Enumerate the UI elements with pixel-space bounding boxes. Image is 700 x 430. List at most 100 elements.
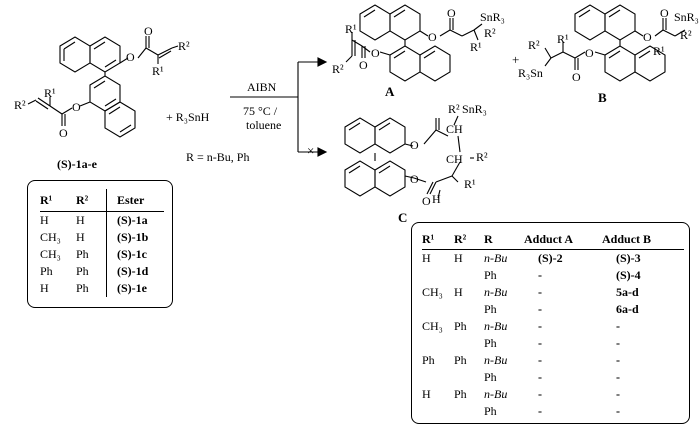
product-a-drawing: [345, 4, 483, 82]
b-snr3-label: SnR₃: [674, 10, 699, 24]
product-a-label: A: [385, 84, 395, 99]
r-definition: R = n-Bu, Ph: [186, 150, 250, 164]
adduct-b-cell: -: [616, 370, 620, 384]
condition-solvent: toluene: [246, 118, 282, 132]
adduct-table-row: Ph--: [422, 335, 684, 352]
adduct-a-cell: -: [538, 302, 542, 316]
ester-r1-cell: Ph: [40, 264, 53, 278]
c-r2-right-label: R²: [476, 150, 488, 164]
adduct-b-cell: 5a-d: [616, 285, 639, 299]
adduct-r1-cell: Ph: [422, 353, 435, 367]
start-bottom-r1-label: R¹: [44, 86, 56, 100]
start-top-oxygen: O: [126, 50, 135, 64]
adduct-a-cell: -: [538, 319, 542, 333]
adduct-r-cell: n-Bu: [484, 353, 508, 367]
adduct-r1-cell: CH₃: [422, 319, 443, 333]
a-r1-label: R¹: [470, 40, 482, 54]
starting-material-label: (S)-1a-e: [57, 157, 97, 171]
ester-col-ester: Ester: [106, 189, 164, 212]
b-lower-r1-label: R¹: [557, 32, 569, 46]
c-snr3-label: SnR₃: [462, 102, 487, 116]
adduct-a-cell: -: [538, 370, 542, 384]
b-r2-label: R²: [680, 28, 692, 42]
ester-r2-cell: Ph: [76, 264, 89, 278]
adduct-r-cell: n-Bu: [484, 251, 508, 265]
c-ch-middle: CH: [446, 152, 463, 166]
adduct-col-a: Adduct A: [524, 231, 574, 246]
ester-name-cell: (S)-1c: [106, 246, 164, 263]
ester-r1-cell: CH₃: [40, 230, 61, 244]
adduct-r1-cell: H: [422, 251, 431, 265]
ester-r2-cell: Ph: [76, 281, 89, 295]
product-b-label: B: [598, 90, 607, 105]
a-carbonyl-oxygen: O: [447, 6, 456, 20]
adduct-col-r1: R¹: [422, 231, 435, 246]
adduct-r1-cell: H: [422, 387, 431, 401]
ester-r2-cell: H: [76, 230, 85, 244]
adduct-r2-cell: Ph: [454, 319, 467, 333]
b-lower-carbonyl-oxygen: O: [572, 70, 581, 84]
a-r2-label: R²: [484, 26, 496, 40]
ester-r2-cell: H: [76, 213, 85, 227]
b-r1-label: R¹: [653, 44, 665, 58]
adduct-r2-cell: [454, 369, 484, 386]
ester-r2-cell: Ph: [76, 247, 89, 261]
ester-r1-cell: H: [40, 281, 49, 295]
adduct-a-cell: (S)-2: [538, 251, 563, 265]
adduct-b-cell: (S)-3: [616, 251, 641, 265]
c-lower-oxygen: O: [410, 172, 419, 186]
adduct-r-cell: n-Bu: [484, 387, 508, 401]
ester-name-cell: (S)-1b: [106, 229, 164, 246]
product-c-label: C: [398, 210, 408, 225]
start-bottom-oxygen: O: [72, 100, 81, 114]
condition-temperature: 75 °C /: [243, 104, 278, 118]
ester-col-r1: R¹: [40, 192, 53, 207]
adduct-b-cell: -: [616, 353, 620, 367]
adduct-r1-cell: [422, 403, 454, 420]
c-r1-label: R¹: [464, 177, 476, 191]
ester-table-row: H H (S)-1a: [40, 211, 164, 229]
start-top-r1-label: R¹: [152, 64, 164, 78]
c-oxygen: O: [410, 138, 419, 152]
adduct-r2-cell: [454, 301, 484, 318]
condition-catalyst: AIBN: [247, 80, 277, 94]
adduct-col-r: R: [484, 231, 493, 246]
reaction-arrows: [230, 57, 328, 157]
adduct-table-row: Ph - -: [422, 369, 684, 386]
start-naphthalene-top: [59, 36, 121, 73]
b-carbonyl-oxygen: O: [660, 6, 669, 20]
adduct-b-cell: 6a-d: [616, 302, 639, 316]
c-r2-label: R²: [448, 102, 460, 116]
adduct-r-cell: Ph: [484, 370, 497, 384]
ester-table-row: CH₃ H (S)-1b: [40, 229, 164, 246]
adduct-r2-cell: H: [454, 285, 463, 299]
adduct-b-cell: -: [616, 319, 620, 333]
ester-name-cell: (S)-1e: [106, 280, 164, 297]
ester-col-r2: R²: [76, 192, 89, 207]
adduct-col-r2: R²: [454, 231, 467, 246]
adduct-col-b: Adduct B: [602, 231, 652, 246]
adduct-a-cell: -: [538, 387, 542, 401]
plus-sign: +: [512, 52, 520, 67]
ester-table-header: R¹ R² Ester: [40, 189, 164, 212]
a-lower-r2-label: R²: [332, 62, 344, 76]
adduct-r2-cell: H: [454, 251, 463, 265]
adduct-a-cell: -: [538, 285, 542, 299]
adduct-r-cell: Ph: [484, 268, 497, 282]
adduct-table-row: Ph-(S)-4: [422, 267, 684, 284]
start-top-r2-label: R²: [178, 39, 190, 53]
adduct-r1-cell: [422, 369, 454, 386]
adduct-a-cell: -: [538, 268, 542, 282]
a-lower-carbonyl-oxygen: O: [359, 58, 368, 72]
ester-name-cell: (S)-1a: [106, 211, 164, 229]
adduct-r2-cell: Ph: [454, 387, 467, 401]
start-bottom-r2-label: R²: [14, 98, 26, 112]
b-lower-r2-label: R²: [528, 38, 540, 52]
ester-r1-cell: H: [40, 213, 49, 227]
